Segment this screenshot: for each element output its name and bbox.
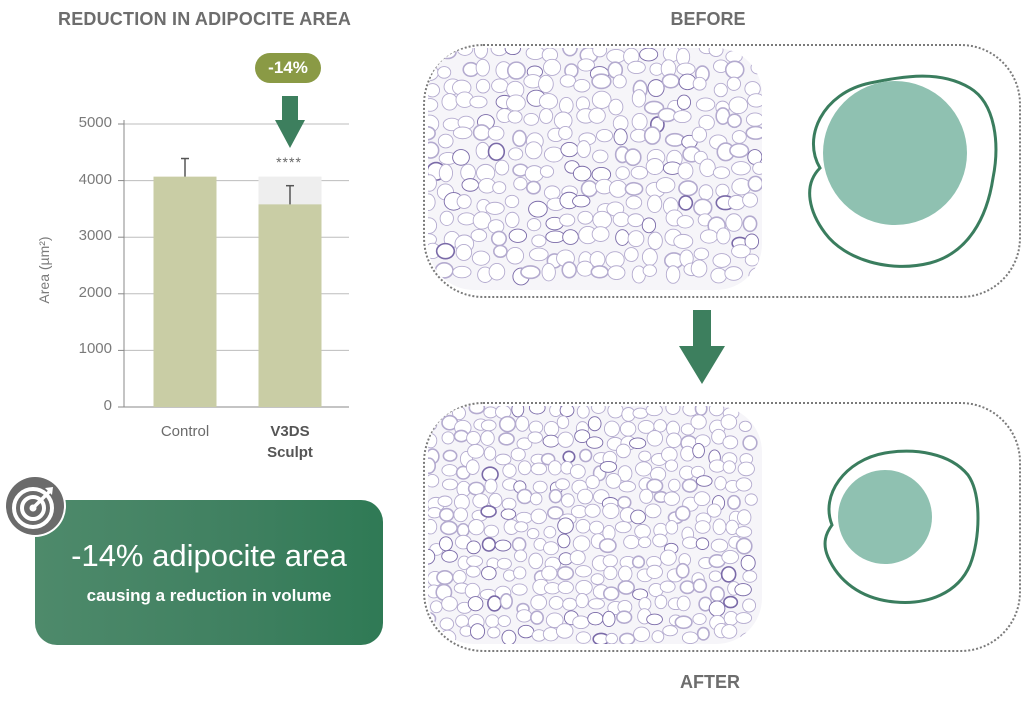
after-label: AFTER: [680, 672, 740, 692]
target-icon: [4, 475, 66, 537]
before-label: BEFORE: [670, 9, 746, 29]
before-histology-image: [428, 48, 762, 290]
after-cell-diagram: [823, 449, 980, 604]
before-cell-diagram: [808, 74, 998, 268]
bar-0: [153, 176, 217, 407]
result-callout: -14% adipocite area causing a reduction …: [35, 500, 383, 645]
y-tick-label: 1000: [78, 340, 112, 358]
callout-subtext: causing a reduction in volume: [86, 586, 332, 605]
y-tick-label: 0: [103, 397, 112, 414]
before-cell-core: [823, 81, 967, 225]
down-arrow-icon: [275, 96, 305, 148]
callout-headline: -14% adipocite area: [71, 538, 347, 573]
x-tick-label: Control: [160, 423, 210, 440]
down-arrow-icon: [679, 310, 725, 384]
chart-title: REDUCTION IN ADIPOCITE AREA: [58, 9, 352, 29]
x-tick-label-line2: Sculpt: [267, 444, 313, 461]
after-cell-core: [838, 470, 932, 564]
change-badge: -14%: [255, 53, 321, 83]
y-tick-label: 4000: [78, 170, 112, 188]
y-tick-label: 3000: [78, 227, 112, 245]
x-tick-control: Control: [140, 421, 230, 442]
x-tick-v3ds-sculpt: V3DS Sculpt: [245, 421, 335, 463]
bar-chart: [118, 96, 349, 408]
x-tick-label-line1: V3DS: [270, 423, 310, 440]
bar-1: [258, 204, 322, 407]
y-axis-label: Area (µm²): [36, 236, 52, 304]
y-tick-label: 5000: [78, 114, 112, 131]
y-tick-label: 2000: [78, 283, 112, 301]
significance-stars: ****: [276, 154, 302, 170]
after-histology-image: [428, 406, 762, 644]
